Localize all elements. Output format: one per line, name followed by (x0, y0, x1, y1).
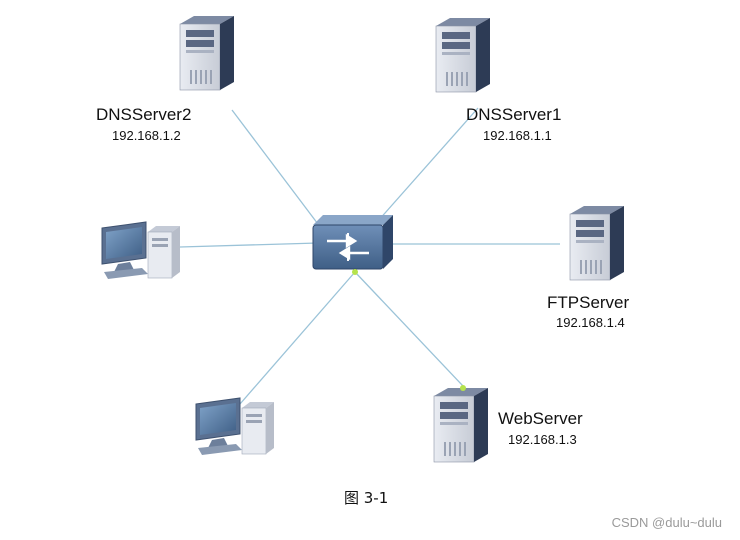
pc-icon-1 (101, 221, 181, 280)
ftp-name: FTPServer (547, 293, 630, 312)
dns2-ip: 192.168.1.2 (112, 128, 181, 143)
server-icon-dns1 (435, 17, 491, 93)
watermark: CSDN @dulu~dulu (611, 515, 722, 530)
link-pc1 (179, 242, 319, 248)
links (179, 107, 560, 405)
server-icon-ftp (569, 205, 625, 281)
ftp-ip: 192.168.1.4 (556, 315, 625, 330)
web-name: WebServer (498, 409, 583, 428)
server-icon-dns2 (179, 15, 235, 91)
server-icon-web (433, 387, 489, 463)
dns1-name: DNSServer1 (466, 105, 562, 124)
web-ip: 192.168.1.3 (508, 432, 577, 447)
dns1-ip: 192.168.1.1 (483, 128, 552, 143)
link-pc2 (239, 271, 356, 405)
dns2-name: DNSServer2 (96, 105, 192, 124)
pc-icon-2 (195, 397, 275, 456)
switch-icon (312, 215, 393, 275)
link-dns2 (231, 109, 331, 241)
link-web (354, 271, 464, 387)
figure-caption: 图 3-1 (344, 489, 389, 507)
link-dns1 (369, 107, 479, 231)
status-dot (460, 385, 466, 391)
